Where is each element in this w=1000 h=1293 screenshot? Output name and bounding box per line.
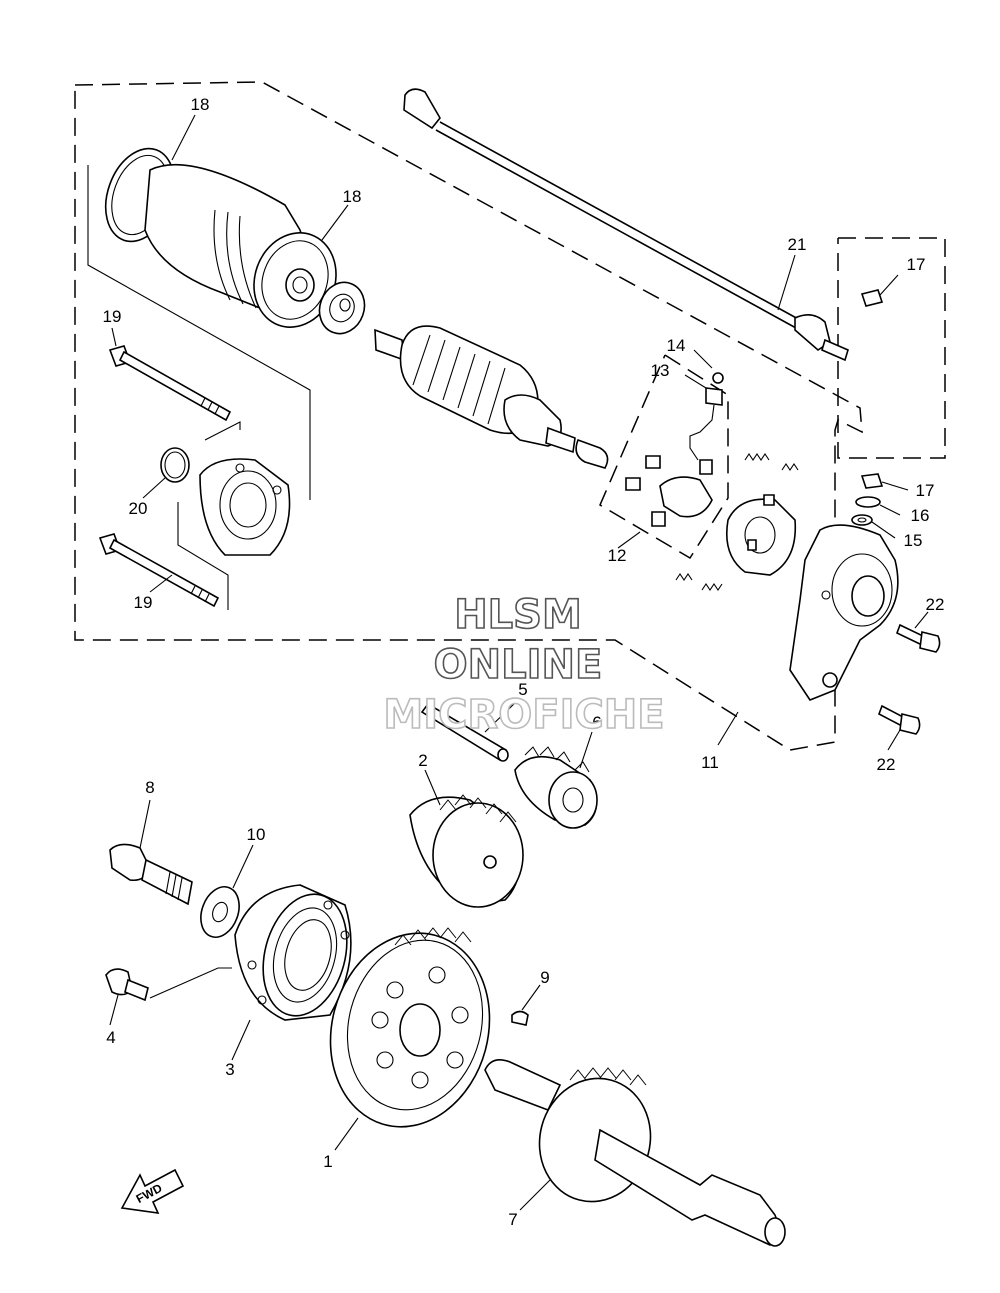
callout-18: 18 bbox=[343, 187, 362, 206]
armature bbox=[374, 325, 576, 454]
callout-20: 20 bbox=[129, 499, 148, 518]
terminal-nut-17-lower bbox=[860, 473, 884, 489]
bolt-22-lower bbox=[878, 704, 921, 735]
brush-holder-kit-boundary bbox=[599, 354, 729, 560]
callout-9: 9 bbox=[540, 968, 549, 987]
callout-15: 15 bbox=[904, 531, 923, 550]
washer-16 bbox=[855, 496, 881, 508]
lead-wire-21 bbox=[403, 88, 849, 362]
washer-15 bbox=[851, 514, 873, 526]
callout-19: 19 bbox=[134, 593, 153, 612]
starter-shaft-7 bbox=[484, 1059, 786, 1247]
callout-10: 10 bbox=[247, 825, 266, 844]
terminal-nut-17-top bbox=[860, 289, 884, 307]
callout-4: 4 bbox=[106, 1028, 115, 1047]
woodruff-key-9 bbox=[511, 1010, 529, 1026]
callout-2: 2 bbox=[418, 751, 427, 770]
long-bolt-19-lower bbox=[98, 533, 220, 608]
callout-12: 12 bbox=[608, 546, 627, 565]
o-ring-20 bbox=[160, 447, 190, 483]
flange-bolt-8 bbox=[109, 843, 193, 906]
starter-motor-assembly-boundary bbox=[74, 81, 863, 751]
fwd-arrow-icon: FWD bbox=[120, 1168, 185, 1214]
callout-13: 13 bbox=[651, 361, 670, 380]
screw-4 bbox=[105, 968, 149, 1002]
armature-bushing bbox=[575, 438, 609, 469]
callout-5: 5 bbox=[518, 680, 527, 699]
guide-lines-yoke bbox=[87, 165, 311, 610]
terminal-kit-boundary bbox=[837, 237, 946, 459]
callout-11: 11 bbox=[701, 753, 719, 772]
brush-holder-parts bbox=[625, 372, 724, 527]
callout-6: 6 bbox=[592, 713, 601, 732]
callout-16: 16 bbox=[911, 506, 930, 525]
callout-17: 17 bbox=[916, 481, 935, 500]
callout-labels: 18 18 19 20 19 21 17 14 13 12 17 16 15 2… bbox=[103, 95, 945, 1229]
callout-17: 17 bbox=[907, 255, 926, 274]
long-bolt-19-upper bbox=[108, 345, 232, 422]
callout-22: 22 bbox=[877, 755, 896, 774]
watermark-line3: MICROFICHE bbox=[383, 692, 664, 738]
callout-19: 19 bbox=[103, 307, 122, 326]
rear-cover bbox=[199, 458, 291, 556]
idler-gear-6 bbox=[514, 746, 598, 829]
callout-8: 8 bbox=[145, 778, 154, 797]
bearing bbox=[318, 281, 366, 335]
starter-clutch-3 bbox=[234, 884, 352, 1021]
front-cover bbox=[253, 232, 337, 328]
idler-shaft-5 bbox=[420, 702, 509, 762]
leader-lines bbox=[109, 114, 929, 1211]
callout-22: 22 bbox=[926, 595, 945, 614]
brush-springs bbox=[675, 453, 799, 591]
callout-18: 18 bbox=[191, 95, 210, 114]
callout-7: 7 bbox=[508, 1210, 517, 1229]
bolt-22-upper bbox=[895, 623, 941, 653]
starter-end-cover bbox=[789, 524, 899, 701]
callout-1: 1 bbox=[323, 1152, 332, 1171]
washer-10 bbox=[200, 886, 240, 938]
watermark: HLSM ONLINE MICROFICHE bbox=[383, 591, 666, 739]
idler-gear-2 bbox=[409, 794, 524, 908]
watermark-line2: ONLINE bbox=[434, 642, 603, 688]
callout-21: 21 bbox=[788, 235, 807, 254]
callout-3: 3 bbox=[225, 1060, 234, 1079]
brush-plate bbox=[726, 494, 797, 576]
callout-14: 14 bbox=[667, 336, 686, 355]
watermark-line1: HLSM bbox=[454, 592, 582, 638]
starter-wheel-gear-1 bbox=[329, 927, 491, 1128]
